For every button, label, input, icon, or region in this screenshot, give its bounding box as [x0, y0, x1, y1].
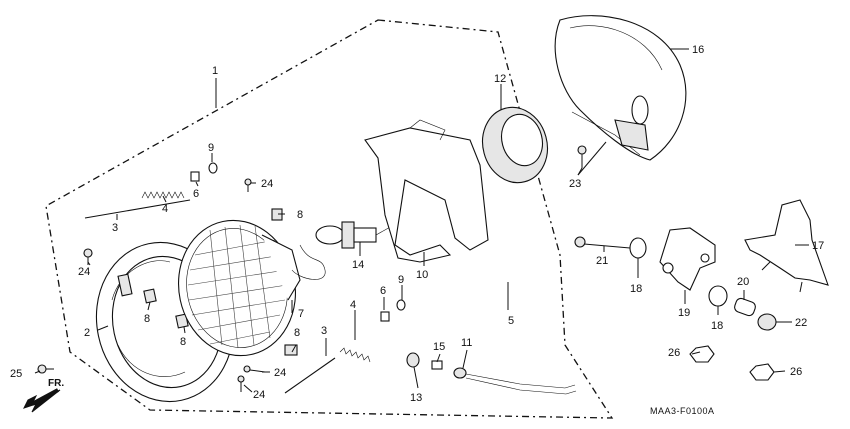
adjusting-screw-upper: [84, 199, 191, 219]
callout-16: 16: [692, 44, 704, 56]
position-bulb: [431, 360, 443, 370]
callout-6: 6: [193, 188, 199, 200]
callout-5: 5: [508, 315, 514, 327]
callout-8: 8: [180, 336, 186, 348]
headlight-case: [554, 15, 687, 161]
callout-3: 3: [112, 222, 118, 234]
case-bolt: [577, 145, 587, 168]
callout-15: 15: [433, 341, 445, 353]
leader-lines: [34, 48, 809, 393]
callout-8: 8: [144, 313, 150, 325]
adjusting-nut-upper: [190, 171, 200, 182]
callout-3: 3: [321, 325, 327, 337]
callout-13: 13: [410, 392, 422, 404]
direction-label: FR.: [48, 378, 64, 389]
screw-top: [244, 178, 252, 192]
callout-2: 2: [84, 327, 90, 339]
callout-9: 9: [208, 142, 214, 154]
callout-19: 19: [678, 307, 690, 319]
headlight-lens-unit: [177, 219, 301, 357]
callout-24: 24: [261, 178, 273, 190]
collar-lower: [708, 285, 728, 307]
callout-11: 11: [461, 337, 472, 349]
grommet: [757, 313, 777, 331]
callout-24: 24: [253, 389, 265, 401]
callout-7: 7: [298, 308, 304, 320]
callout-6: 6: [380, 285, 386, 297]
callout-18: 18: [630, 283, 642, 295]
spring-upper: [141, 191, 185, 199]
screw-outer: [37, 364, 54, 374]
callout-24: 24: [78, 266, 90, 278]
callout-4: 4: [162, 203, 168, 215]
callout-25: 25: [10, 368, 22, 380]
clip-bottom: [284, 344, 298, 356]
callout-4: 4: [350, 299, 356, 311]
socket: [406, 352, 420, 368]
callout-18: 18: [711, 320, 723, 332]
spacer: [734, 297, 756, 317]
callout-21: 21: [596, 255, 608, 267]
callout-12: 12: [494, 73, 506, 85]
assembly-boundary: [45, 19, 614, 419]
callout-8: 8: [294, 327, 300, 339]
callout-24: 24: [274, 367, 286, 379]
collar-upper: [629, 237, 647, 259]
socket-cover: [482, 106, 548, 184]
callout-9: 9: [398, 274, 404, 286]
drawing-code: MAA3-F0100A: [650, 406, 715, 416]
cap-lower: [396, 299, 406, 311]
screw-right: [243, 365, 266, 373]
flange-nut-left: [689, 345, 715, 363]
headlight-mounting-bracket: [364, 119, 489, 263]
adjusting-screw-lower: [284, 357, 336, 394]
cap-upper: [208, 162, 218, 174]
callout-17: 17: [812, 240, 824, 252]
callout-10: 10: [416, 269, 428, 281]
headlight-bulb: [291, 221, 393, 280]
spring-lower: [339, 347, 371, 363]
mounting-bolt: [574, 236, 631, 249]
callout-26: 26: [668, 347, 680, 359]
screw-left: [83, 248, 93, 265]
position-light-harness: [453, 367, 577, 395]
callout-22: 22: [795, 317, 807, 329]
callout-20: 20: [737, 276, 749, 288]
callout-8: 8: [297, 209, 303, 221]
callout-23: 23: [569, 178, 581, 190]
callout-26: 26: [790, 366, 802, 378]
flange-nut-right: [749, 363, 775, 381]
callout-1: 1: [212, 65, 218, 77]
headlight-stay-bracket: [744, 199, 829, 293]
front-direction-arrow-icon: [23, 388, 61, 413]
callout-14: 14: [352, 259, 364, 271]
screw-bottom: [237, 375, 245, 392]
mount-plate: [659, 227, 716, 291]
adjusting-nut-lower: [380, 311, 390, 322]
